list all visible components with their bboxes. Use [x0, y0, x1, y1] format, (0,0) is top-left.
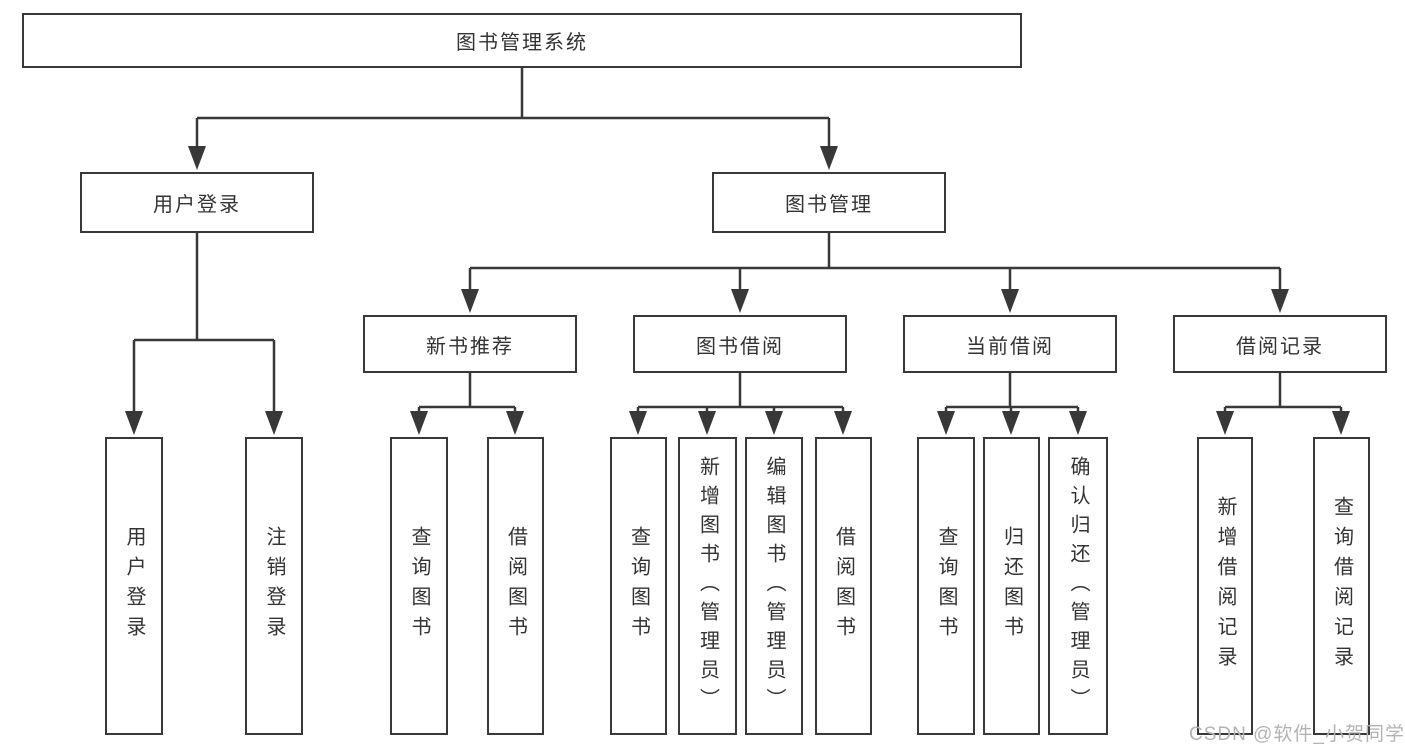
node-book-borrow: 图书借阅 [633, 315, 847, 373]
node-new-book-recommend: 新书推荐 [363, 315, 577, 373]
arrowheads [125, 146, 1350, 435]
connector-new-book-recommend [417, 373, 517, 416]
node-current-borrow: 当前借阅 [903, 315, 1117, 373]
arrowhead [125, 411, 143, 435]
connector-root [195, 68, 831, 150]
arrowhead [1271, 289, 1289, 313]
connector-book-management [468, 233, 1282, 293]
arrowhead [265, 411, 283, 435]
leaf-confirm-return-admin: 确认归还（管理员） [1048, 437, 1108, 735]
arrowhead [506, 411, 524, 435]
arrowhead [937, 411, 955, 435]
arrowhead [1069, 411, 1087, 435]
arrowhead [1001, 289, 1019, 313]
leaf-query-books-recommend: 查询图书 [390, 437, 448, 735]
arrowhead [461, 289, 479, 313]
node-user-login: 用户登录 [80, 172, 314, 233]
leaf-query-books-current: 查询图书 [917, 437, 975, 735]
leaf-add-borrow-record: 新增借阅记录 [1197, 437, 1253, 735]
arrowhead [834, 411, 852, 435]
arrowhead [629, 411, 647, 435]
connector-book-borrow [636, 373, 845, 416]
leaf-borrow-books: 借阅图书 [815, 437, 872, 735]
leaf-user-login: 用户登录 [105, 437, 163, 735]
connector-user-login [132, 233, 276, 416]
node-borrow-records: 借阅记录 [1173, 315, 1387, 373]
connector-current-borrow [944, 373, 1080, 416]
arrowhead [1332, 411, 1350, 435]
node-root: 图书管理系统 [22, 13, 1022, 68]
leaf-borrow-books-recommend: 借阅图书 [487, 437, 544, 735]
arrowhead [731, 289, 749, 313]
leaf-query-books-borrow: 查询图书 [610, 437, 667, 735]
connector-borrow-records [1223, 373, 1343, 416]
arrowhead [820, 146, 838, 170]
arrowhead [188, 146, 206, 170]
arrowhead [1002, 411, 1020, 435]
watermark: CSDN @软件_小贺同学 [1189, 724, 1405, 745]
leaf-return-books: 归还图书 [983, 437, 1040, 735]
arrowhead [410, 411, 428, 435]
leaf-logout: 注销登录 [245, 437, 303, 735]
arrowhead [698, 411, 716, 435]
leaf-edit-book-admin: 编辑图书（管理员） [745, 437, 803, 735]
arrowhead [1216, 411, 1234, 435]
leaf-query-borrow-record: 查询借阅记录 [1313, 437, 1370, 735]
arrowhead [765, 411, 783, 435]
node-book-management: 图书管理 [712, 172, 946, 233]
leaf-add-book-admin: 新增图书（管理员） [678, 437, 737, 735]
